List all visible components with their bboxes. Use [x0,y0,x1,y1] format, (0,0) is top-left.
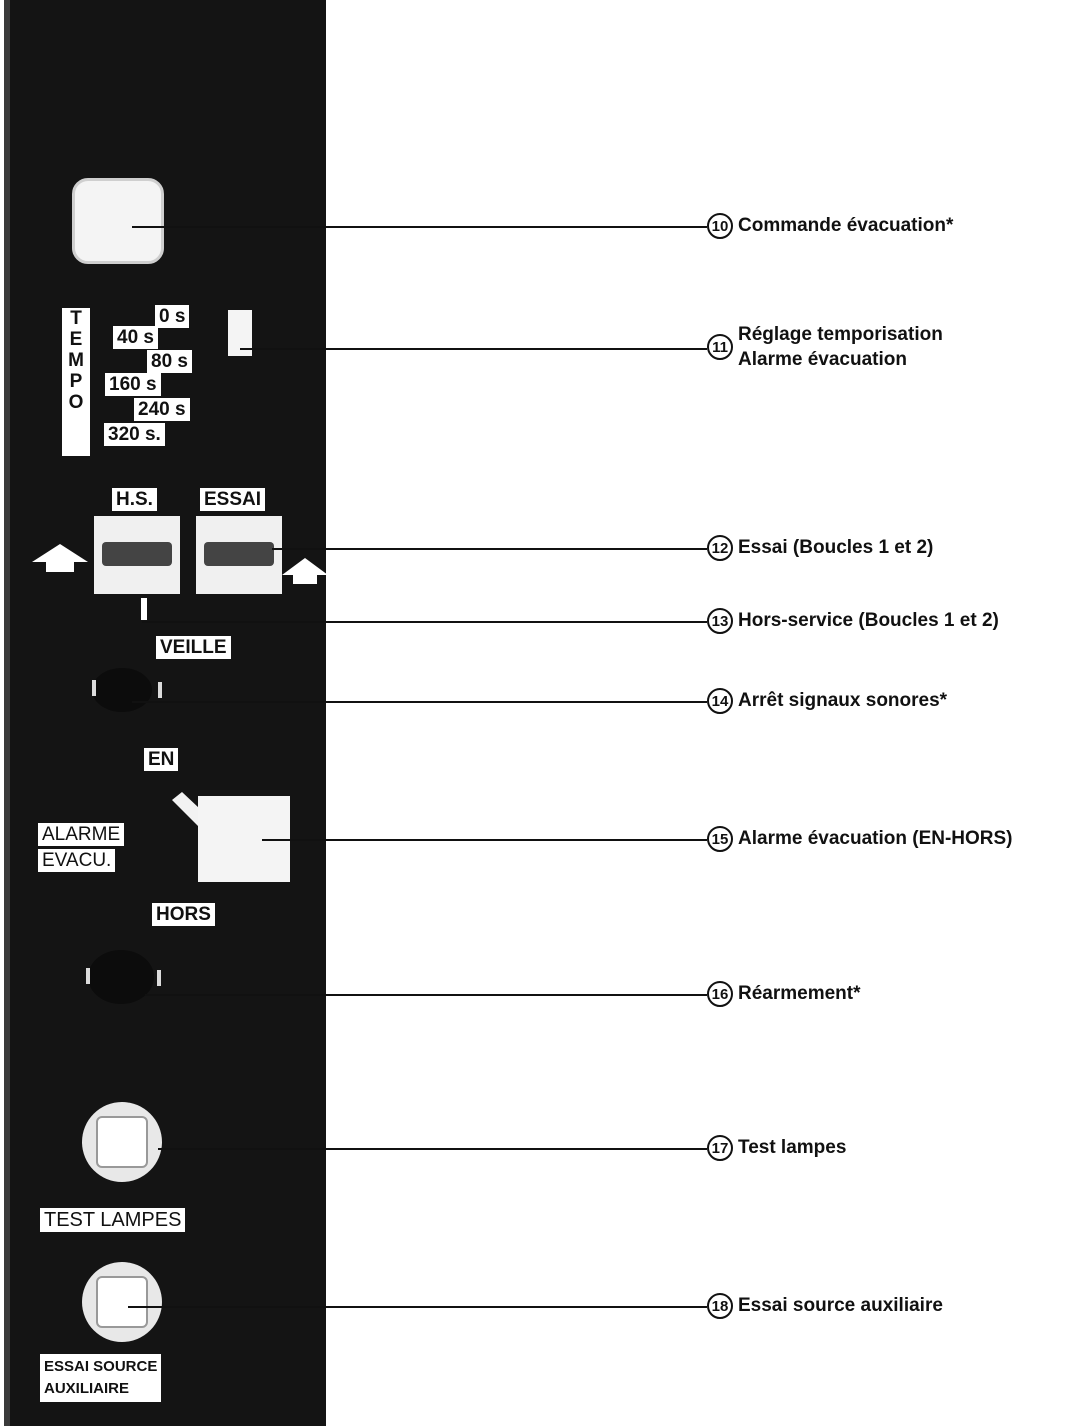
tempo-setting-320s: 320 s. [104,423,165,446]
callout-text-line2: Alarme évacuation [738,349,907,370]
auxiliary-source-test-button[interactable] [82,1262,162,1342]
callout-14: 14 Arrêt signaux sonores* [707,688,947,714]
leader-line-10 [132,226,707,228]
callout-10: 10 Commande évacuation* [707,213,953,239]
leader-line-14 [132,701,707,703]
leader-line-12 [272,548,707,550]
callout-text: Réglage temporisation [738,324,943,345]
callout-text: Commande évacuation* [738,215,954,236]
arrow-up-icon [282,558,328,584]
tempo-setting-80s: 80 s [147,350,192,373]
button-face [96,1276,148,1328]
callout-text: Arrêt signaux sonores* [738,690,948,711]
silence-alarms-button[interactable] [92,668,152,712]
callout-number: 12 [707,535,733,561]
callout-number: 16 [707,981,733,1007]
alarme-label: ALARME [38,823,125,846]
callout-number: 11 [707,334,733,360]
tempo-setting-40s: 40 s [113,326,158,349]
switch-lever [141,598,147,620]
en-label: EN [144,748,179,771]
control-panel [4,0,326,1426]
callout-13: 13 Hors-service (Boucles 1 et 2) [707,608,999,634]
callout-text: Alarme évacuation (EN-HORS) [738,828,1013,849]
essai-source-line2: AUXILIAIRE [44,1380,130,1397]
callout-text: Test lampes [738,1137,847,1158]
test-lamps-button[interactable] [82,1102,162,1182]
arrow-up-icon [32,544,88,572]
button-highlight [92,680,96,696]
hors-service-switch[interactable] [94,516,180,594]
leader-line-17 [158,1148,707,1150]
essai-source-line1: ESSAI SOURCE [44,1358,158,1375]
callout-12: 12 Essai (Boucles 1 et 2) [707,535,933,561]
callout-number: 17 [707,1135,733,1161]
evacuation-command-button[interactable] [72,178,164,264]
button-highlight [157,970,161,986]
callout-16: 16 Réarmement* [707,981,861,1007]
button-highlight [158,682,162,698]
switch-mechanism-icon [102,542,172,566]
leader-line-13 [142,621,707,623]
tempo-setting-240s: 240 s [134,398,190,421]
callout-number: 13 [707,608,733,634]
switch-mechanism-icon [204,542,274,566]
callout-text: Essai (Boucles 1 et 2) [738,537,934,558]
essai-source-label: ESSAI SOURCE AUXILIAIRE [40,1354,162,1402]
essai-switch[interactable] [196,516,282,594]
callout-number: 15 [707,826,733,852]
tempo-vertical-label: T E M P O [62,308,90,456]
tempo-setting-0s: 0 s [155,305,190,328]
callout-number: 14 [707,688,733,714]
callout-text: Réarmement* [738,983,861,1004]
callout-number: 10 [707,213,733,239]
tempo-setting-160s: 160 s [105,373,161,396]
panel-edge [4,0,10,1426]
test-lampes-label: TEST LAMPES [40,1208,186,1232]
callout-18: 18 Essai source auxiliaire [707,1293,943,1319]
callout-text: Essai source auxiliaire [738,1295,943,1316]
hors-label: HORS [152,903,215,926]
veille-label: VEILLE [156,636,231,659]
leader-line-11 [240,348,707,350]
callout-number: 18 [707,1293,733,1319]
button-highlight [86,968,90,984]
callout-text: Hors-service (Boucles 1 et 2) [738,610,999,631]
evacu-label: EVACU. [38,849,116,872]
hs-label: H.S. [112,488,157,511]
callout-17: 17 Test lampes [707,1135,846,1161]
callout-11: 11 Réglage temporisation Alarme évacuati… [707,322,943,372]
leader-line-16 [145,994,707,996]
leader-line-15 [262,839,707,841]
callout-15: 15 Alarme évacuation (EN-HORS) [707,826,1013,852]
essai-label: ESSAI [200,488,266,511]
reset-button[interactable] [88,950,154,1004]
button-face [96,1116,148,1168]
leader-line-18 [128,1306,707,1308]
callout-text-block: Réglage temporisation Alarme évacuation [738,322,943,372]
